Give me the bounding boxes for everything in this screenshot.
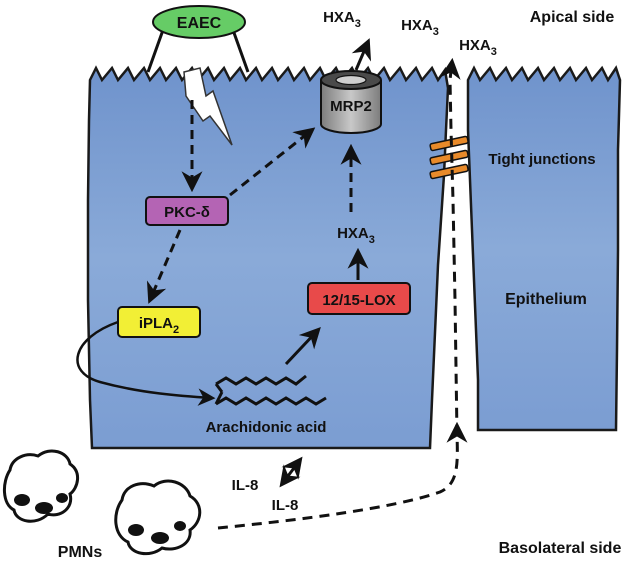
ipla2-subscript: 2 [173, 324, 179, 336]
hxa3-intracellular-label: HXA3 [337, 225, 375, 246]
arrow-pkc-to-ipla2 [146, 229, 182, 304]
lox-label: 12/15-LOX [322, 292, 395, 309]
arachidonic-acid-label: Arachidonic acid [206, 419, 327, 436]
arachidonic-acid-chain-upper [215, 374, 307, 386]
il8-label-2: IL-8 [272, 497, 299, 514]
ipla2-base: iPLA [139, 315, 173, 332]
hxa3-apical-2-subscript: 3 [433, 26, 439, 38]
hxa3-base: HXA [337, 225, 369, 242]
tight-junction-1 [429, 135, 469, 152]
eaec-label: EAEC [177, 15, 222, 32]
apical-side-label: Apical side [530, 9, 615, 26]
basolateral-side-label: Basolateral side [499, 540, 622, 557]
arachidonic-acid-chain-lower [215, 396, 327, 406]
mrp2-transporter [320, 80, 382, 134]
hxa3-apical-2-base: HXA [401, 17, 433, 34]
arachidonic-acid-link-2 [214, 391, 224, 405]
eaec-attachment-right [231, 29, 250, 73]
mrp2-pore [335, 74, 367, 86]
eaec-attachment-left [146, 29, 165, 73]
pmns-label: PMNs [58, 544, 103, 561]
pmn-cell-1 [3, 449, 79, 523]
hxa3-apical-label-2: HXA3 [401, 17, 439, 38]
arrow-mrp2-to-apical-hxa3 [351, 38, 372, 71]
eaec-node [152, 5, 246, 39]
arrow-arachidonic-to-lox [284, 326, 321, 366]
hxa3-apical-3-base: HXA [459, 37, 491, 54]
ipla2-label: iPLA2 [139, 315, 179, 336]
hxa3-apical-1-subscript: 3 [355, 18, 361, 30]
mrp2-label: MRP2 [330, 98, 372, 115]
arrow-pkc-to-mrp2 [229, 127, 316, 197]
lox-node [307, 282, 411, 315]
arachidonic-acid-link [214, 383, 224, 393]
il8-label-1: IL-8 [232, 477, 259, 494]
hxa3-apical-1-base: HXA [323, 9, 355, 26]
pkc-delta-label: PKC-δ [164, 204, 210, 221]
arrow-pmn-transmigration [217, 57, 461, 530]
right-epithelial-cell [466, 65, 622, 432]
tight-junction-3 [429, 163, 469, 180]
arrow-ipla2-to-arachidonic-acid [76, 320, 216, 406]
pmn-cell-2 [114, 479, 202, 556]
tight-junctions-label: Tight junctions [488, 151, 595, 168]
hxa3-apical-label-1: HXA3 [323, 9, 361, 30]
hxa3-subscript: 3 [369, 234, 375, 246]
tight-junction-2 [429, 149, 469, 166]
hxa3-apical-label-3: HXA3 [459, 37, 497, 58]
pkc-delta-node [145, 196, 229, 226]
epithelium-label: Epithelium [505, 291, 587, 308]
hxa3-apical-3-subscript: 3 [491, 46, 497, 58]
arrow-il8 [279, 456, 303, 488]
